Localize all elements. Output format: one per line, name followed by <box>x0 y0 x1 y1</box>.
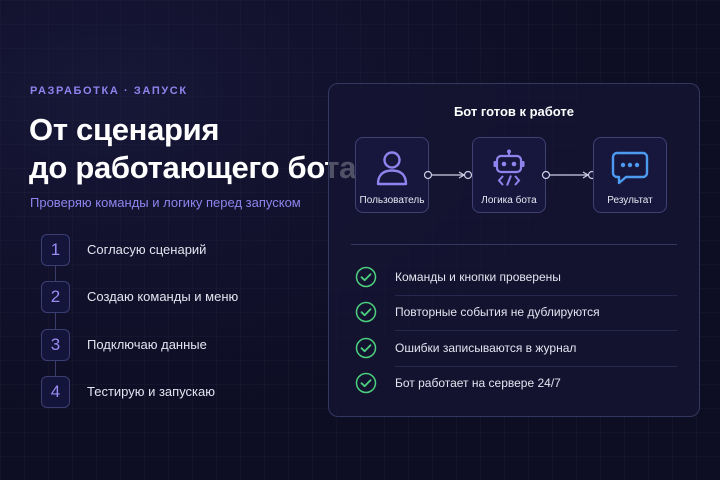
step-1: 1 Согласую сценарий <box>41 234 206 266</box>
steps-connector-line <box>55 250 56 392</box>
eyebrow: РАЗРАБОТКА · ЗАПУСК <box>30 85 188 97</box>
robot-icon <box>473 149 545 187</box>
step-label: Создаю команды и меню <box>87 289 239 304</box>
step-number: 4 <box>41 376 70 408</box>
row-separator <box>395 366 677 367</box>
panel-title: Бот готов к работе <box>453 104 575 119</box>
status-panel: Бот готов к работе Пользователь <box>328 83 700 417</box>
step-label: Подключаю данные <box>87 337 207 352</box>
step-number: 2 <box>41 281 70 313</box>
flow-node-label: Пользователь <box>359 195 425 206</box>
panel-divider <box>351 244 677 245</box>
check-label: Команды и кнопки проверены <box>395 270 561 284</box>
page-title-line-1: От сценария <box>29 112 220 147</box>
check-item: Повторные события не дублируются <box>355 301 675 323</box>
subtitle: Проверяю команды и логику перед запуском <box>30 195 301 210</box>
check-item: Бот работает на сервере 24/7 <box>355 372 675 394</box>
flow-node-label: Результат <box>607 195 653 206</box>
flow-node-user: Пользователь <box>355 137 429 213</box>
flow-node-label: Логика бота <box>481 195 537 206</box>
flow-arrow <box>541 170 597 180</box>
step-label: Тестирую и запускаю <box>87 384 216 399</box>
step-4: 4 Тестирую и запускаю <box>41 376 215 408</box>
step-3: 3 Подключаю данные <box>41 329 207 361</box>
user-icon <box>356 149 428 187</box>
check-item: Ошибки записываются в журнал <box>355 337 675 359</box>
check-label: Бот работает на сервере 24/7 <box>395 376 561 390</box>
check-label: Повторные события не дублируются <box>395 305 600 319</box>
row-separator <box>395 330 677 331</box>
step-number: 3 <box>41 329 70 361</box>
check-label: Ошибки записываются в журнал <box>395 341 577 355</box>
check-circle-icon <box>355 301 377 323</box>
flow-node-bot-logic: Логика бота <box>472 137 546 213</box>
flow-node-result: Результат <box>593 137 667 213</box>
check-item: Команды и кнопки проверены <box>355 266 675 288</box>
step-2: 2 Создаю команды и меню <box>41 281 238 313</box>
page-title-line-2: до работающего бота <box>29 150 357 185</box>
step-label: Согласую сценарий <box>87 242 207 257</box>
chat-bubble-icon <box>594 149 666 187</box>
check-circle-icon <box>355 337 377 359</box>
step-number: 1 <box>41 234 70 266</box>
page-title: От сценария до работающего бота <box>29 111 356 187</box>
check-circle-icon <box>355 372 377 394</box>
row-separator <box>395 295 677 296</box>
flow-arrow <box>423 170 473 180</box>
check-circle-icon <box>355 266 377 288</box>
